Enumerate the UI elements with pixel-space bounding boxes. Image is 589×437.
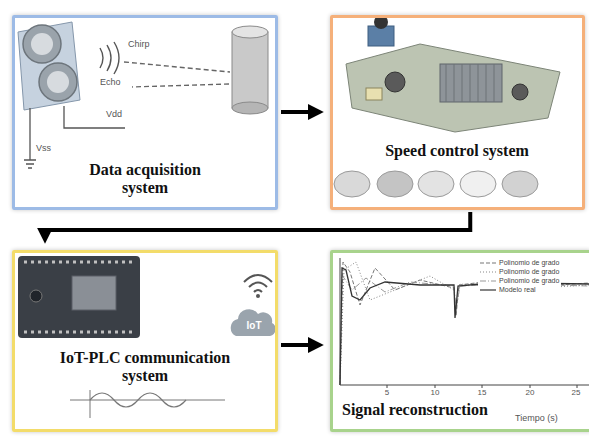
iot-cloud xyxy=(231,309,276,336)
component-photo xyxy=(418,171,454,197)
driver-board xyxy=(346,44,560,132)
axis-tick-label: 5 xyxy=(385,389,389,398)
flow-arrow xyxy=(281,110,319,114)
legend-line-sample xyxy=(480,260,496,266)
transducer-mesh xyxy=(47,71,69,93)
target-cylinder xyxy=(232,32,268,108)
axis-tick-label: 25 xyxy=(572,389,581,398)
legend-text: Modelo real xyxy=(499,286,536,293)
echo-ray xyxy=(132,84,229,87)
wifi-dot xyxy=(256,294,260,298)
axis-tick-label: 10 xyxy=(431,389,440,398)
legend-line-sample xyxy=(480,287,496,293)
signal-label: Echo xyxy=(100,78,121,88)
heat-sink-fins xyxy=(446,64,494,102)
axis-tick-label: 15 xyxy=(478,389,487,398)
component-photo xyxy=(377,171,413,197)
legend-line-sample xyxy=(480,289,496,290)
system-panel: IoT-PLC communication system xyxy=(12,250,278,432)
signal-label: IoT xyxy=(247,320,262,331)
legend-line-sample xyxy=(480,278,496,284)
component-photo xyxy=(502,171,538,197)
terminal-block xyxy=(366,88,382,100)
legend-entry: Polinomio de grado xyxy=(480,267,559,276)
panel-title: Speed control system xyxy=(382,141,532,161)
legend-text: Polinomio de grado xyxy=(499,277,559,284)
wifi-icon xyxy=(244,275,272,292)
axis-title: Tiempo (s) xyxy=(515,414,558,424)
heat-sink xyxy=(440,64,502,102)
chirp-ray xyxy=(124,62,230,72)
cylinder-top xyxy=(232,26,268,38)
ground-wire xyxy=(24,108,36,168)
cylinder-base xyxy=(232,102,268,114)
signal-label: Chirp xyxy=(128,40,150,50)
esp-board xyxy=(18,256,140,338)
signal-wave xyxy=(90,393,186,407)
panel-title: Signal reconstruction xyxy=(339,400,491,420)
flow-arrow xyxy=(281,343,319,347)
legend-entry: Modelo real xyxy=(480,285,559,294)
signal-label: Vdd xyxy=(106,110,122,120)
transducer xyxy=(39,63,77,101)
signal-label: Vss xyxy=(36,144,51,154)
board-button xyxy=(30,290,42,302)
legend-line-sample xyxy=(480,280,496,281)
axis-ticks xyxy=(387,385,577,388)
transducer xyxy=(23,25,61,63)
legend-line-sample xyxy=(480,262,496,263)
system-panel: Speed control system xyxy=(330,15,585,210)
legend-text: Polinomio de grado xyxy=(499,268,559,275)
axis-tick-label: 20 xyxy=(526,389,535,398)
legend-entry: Polinomio de grado xyxy=(480,276,559,285)
flow-arrow xyxy=(45,212,470,239)
legend-line-sample xyxy=(480,269,496,275)
component-photo xyxy=(334,171,370,197)
polynomial-curve xyxy=(340,262,589,385)
panel-title: IoT-PLC communication system xyxy=(34,348,256,386)
signal-axes xyxy=(70,390,225,418)
component-photo xyxy=(460,171,496,197)
sound-wave xyxy=(100,42,119,74)
legend-line-sample xyxy=(480,271,496,272)
polynomial-curve xyxy=(340,262,589,385)
esp-chip xyxy=(72,276,116,310)
supply-wire xyxy=(64,106,125,128)
sensor-board xyxy=(18,22,80,110)
legend-entry: Polinomio de grado xyxy=(480,258,559,267)
legend-text: Polinomio de grado xyxy=(499,259,559,266)
capacitor xyxy=(385,72,405,92)
chart-legend: Polinomio de gradoPolinomio de gradoPoli… xyxy=(478,257,561,295)
panel-title: Data acquisition system xyxy=(63,160,228,198)
chart-axes xyxy=(340,258,589,385)
capacitor xyxy=(512,84,528,100)
transducer-mesh xyxy=(31,33,53,55)
board-pins xyxy=(24,262,134,332)
